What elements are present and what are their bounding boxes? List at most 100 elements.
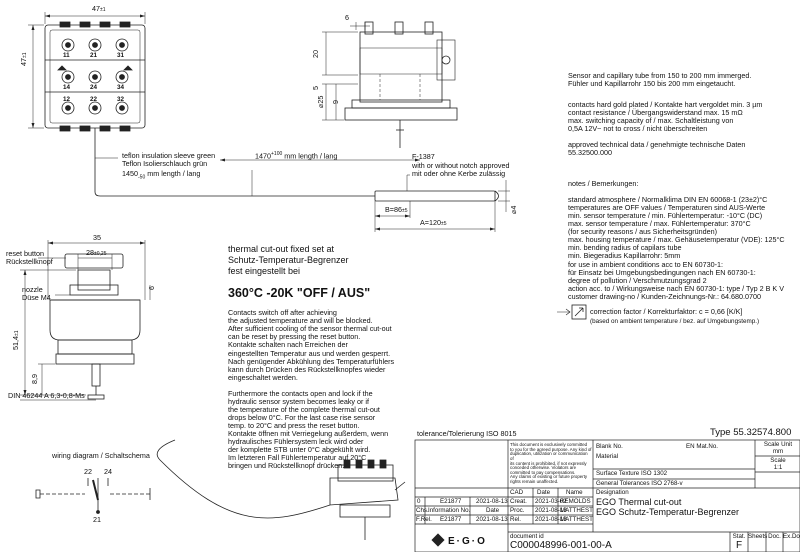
stat-value: F <box>735 540 743 551</box>
terminal-32 <box>115 101 129 115</box>
title-block-frame <box>414 439 800 552</box>
revision-cell: Information No. <box>428 507 471 514</box>
cutout-description: thermal cut-out fixed set at Schutz-Temp… <box>228 244 408 470</box>
dim-A: A=120±5 <box>420 218 447 227</box>
sheets-label: Sheets <box>748 533 768 540</box>
document-number: C000048996-001-00-A <box>510 540 612 551</box>
cutout-title-3: fest eingestellt bei <box>228 266 301 277</box>
terminal-21 <box>88 38 102 52</box>
rel-name: MATTHEST <box>560 516 593 523</box>
cutout-paragraph-2: Furthermore the contacts open and lock i… <box>228 388 389 471</box>
capillary-tube <box>94 150 499 202</box>
terminal-24 <box>88 70 102 84</box>
sleeve-label: teflon insulation sleeve green Teflon Is… <box>122 151 216 169</box>
correction-basis: (based on ambient temperature / bez. auf… <box>590 318 760 325</box>
wiring-terminal-22: 22 <box>84 467 92 476</box>
dim-B: B=86±5 <box>385 205 408 214</box>
dim-25: ⌀25 <box>316 95 325 108</box>
cad-label: CAD <box>510 489 524 496</box>
dim-6b: 6 <box>147 286 156 290</box>
dim-phi4: ⌀4 <box>509 205 518 214</box>
wiring-terminal-24: 24 <box>104 467 112 476</box>
dim-47-side: 47±1 <box>19 52 28 66</box>
proc-date: 2021-08-13 <box>535 507 567 514</box>
cutout-setting: 360°C -20K "OFF / AUS" <box>228 286 371 301</box>
terminal-label: 34 <box>117 84 125 91</box>
designation-de: EGO Schutz-Temperatur-Begrenzer <box>596 507 740 517</box>
dimension-47-vertical <box>28 24 44 129</box>
title-block-disclaimer: This document is exclusively committed t… <box>510 442 592 484</box>
terminal-12 <box>61 101 75 115</box>
correction-factor: correction factor / Korrekturfaktor: c =… <box>590 307 743 316</box>
revision-cell: F.Rel. <box>416 516 432 523</box>
ex-doc-label: Ex.Doc. <box>783 533 800 540</box>
rel-label: Rel. <box>510 516 522 523</box>
general-tolerances: General Tolerances ISO 2768-v <box>596 480 683 487</box>
dim-51: 51,4±1 <box>11 330 20 350</box>
ego-logo-text: E·G·O <box>448 536 487 547</box>
side-view-housing <box>344 21 458 148</box>
revision-cell: Chs. <box>416 507 429 514</box>
terminal-34 <box>115 70 129 84</box>
terminal-31 <box>115 38 129 52</box>
din-label: DIN 46244 A 6,3-0,8-Ms <box>8 391 85 400</box>
terminal-label: 12 <box>63 96 71 103</box>
wiring-title: wiring diagram / Schaltschema <box>52 451 150 460</box>
terminal-14 <box>61 70 75 84</box>
designation-label: Designation <box>596 489 629 496</box>
dim-20: 20 <box>311 50 320 58</box>
terminal-label: 24 <box>90 84 98 91</box>
terminal-label: 22 <box>90 96 98 103</box>
proc-label: Proc. <box>510 507 525 514</box>
revision-cell: 2021-08-13 <box>476 516 508 523</box>
material-label: Material <box>596 453 619 460</box>
front-view-housing <box>49 253 141 400</box>
approved-data-note: approved technical data / genehmigte tec… <box>568 140 746 158</box>
dim-5: 5 <box>311 86 320 90</box>
capillary-dimensions <box>220 158 510 232</box>
blank-no-label: Blank No. <box>596 443 623 450</box>
front-dimensions <box>20 240 151 396</box>
scale-unit-label: Scale Unit <box>763 441 793 448</box>
revision-cell: Date <box>486 507 500 514</box>
dimension-47-horizontal <box>44 12 146 24</box>
revision-cell: 2021-08-13 <box>476 498 508 505</box>
capillary-length: 1470+100 mm length / lang <box>255 151 338 161</box>
wiring-diagram <box>35 478 151 514</box>
terminal-11 <box>61 38 75 52</box>
terminal-label: 31 <box>117 52 125 59</box>
scale-unit: mm <box>772 448 784 455</box>
side-dimensions <box>322 22 370 121</box>
en-mat-label: EN Mat.No. <box>686 443 718 450</box>
tolerance-line: tolerance/Tolerierung ISO 8015 <box>417 429 517 438</box>
creat-name: REMOLDS <box>560 498 591 505</box>
terminal-label: 11 <box>63 52 70 59</box>
dim-28: 28±0,25 <box>86 248 107 257</box>
revision-cell: 0 <box>417 498 421 505</box>
scale-value: 1:1 <box>773 464 783 471</box>
creat-date: 2021-03-02 <box>535 498 567 505</box>
reset-button-label: reset button Rückstellknopf <box>6 249 53 267</box>
name-label: Name <box>566 489 583 496</box>
revision-cell: E21877 <box>440 516 462 523</box>
cutout-title-2: Schutz-Temperatur-Begrenzer <box>228 255 349 266</box>
terminal-label: 14 <box>63 84 71 91</box>
dim-47-top: 47±1 <box>92 4 106 13</box>
dim-6: 6 <box>345 13 349 22</box>
terminal-label: 32 <box>117 96 125 103</box>
rel-date: 2021-08-13 <box>535 516 567 523</box>
notes-title: notes / Bemerkungen: <box>568 179 639 188</box>
revision-cell: E21877 <box>440 498 462 505</box>
f-code: F-1387 <box>412 152 435 161</box>
creat-label: Creat. <box>510 498 527 505</box>
sensor-immersion-note: Sensor and capillary tube from 150 to 20… <box>568 71 752 89</box>
doc-label: Doc. <box>768 533 781 540</box>
cutout-paragraph-1: Contacts switch off after achieving the … <box>228 308 395 382</box>
top-view-housing <box>44 21 146 150</box>
scale-label: Scale <box>770 457 786 464</box>
dim-9: 9 <box>331 100 340 104</box>
contacts-note: contacts hard gold plated / Kontakte har… <box>568 100 763 134</box>
type-number: Type 55.32574.800 <box>710 427 792 438</box>
terminal-label: 21 <box>90 52 98 59</box>
